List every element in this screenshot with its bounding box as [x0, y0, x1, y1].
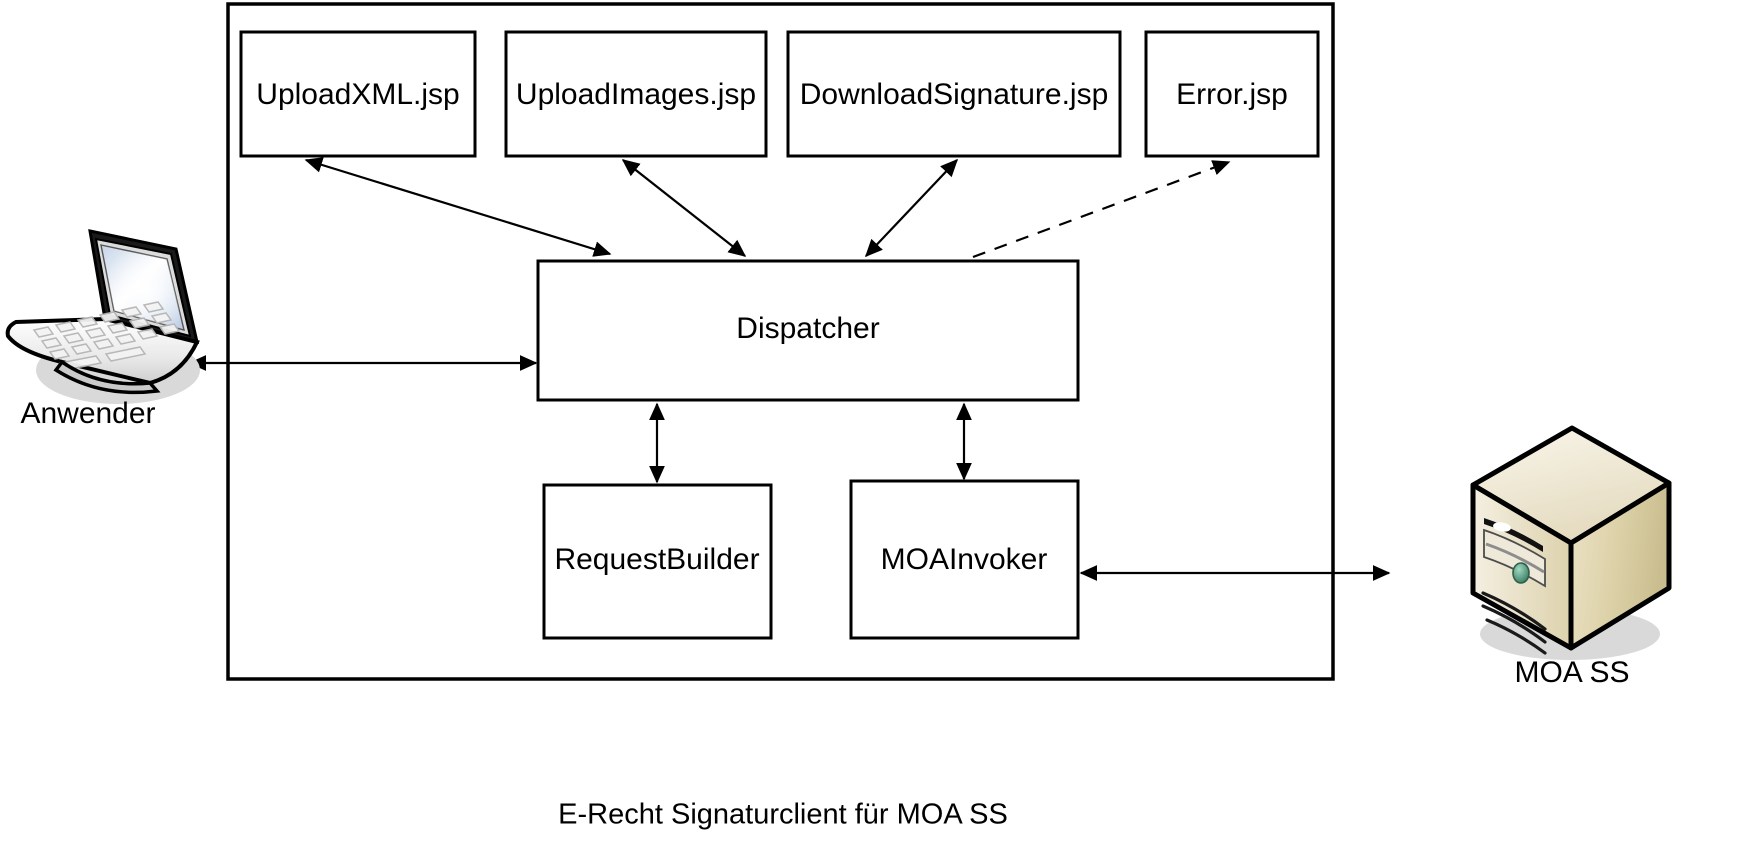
actor-anwender[interactable]: Anwender: [5, 229, 200, 430]
actor-label: MOA SS: [1514, 656, 1629, 689]
component-box[interactable]: [542, 483, 773, 640]
component-error[interactable]: Error.jsp: [1144, 30, 1320, 158]
component-requestbuilder[interactable]: RequestBuilder: [542, 483, 773, 640]
diagram-caption: E-Recht Signaturclient für MOA SS: [558, 799, 1008, 831]
component-box[interactable]: [536, 259, 1080, 402]
server-icon: [1470, 425, 1672, 655]
component-label: Dispatcher: [736, 312, 879, 345]
component-label: UploadImages.jsp: [516, 78, 756, 111]
actor-label: Anwender: [20, 397, 155, 430]
component-box[interactable]: [239, 30, 477, 158]
component-moainvoker[interactable]: MOAInvoker: [849, 479, 1080, 640]
component-box[interactable]: [1144, 30, 1320, 158]
component-box[interactable]: [849, 479, 1080, 640]
component-dispatcher[interactable]: Dispatcher: [536, 259, 1080, 402]
component-box[interactable]: [786, 30, 1122, 158]
component-uploadimages[interactable]: UploadImages.jsp: [504, 30, 768, 158]
component-label: UploadXML.jsp: [256, 78, 459, 111]
component-uploadxml[interactable]: UploadXML.jsp: [239, 30, 477, 158]
component-label: MOAInvoker: [881, 543, 1048, 576]
component-label: Error.jsp: [1176, 78, 1288, 111]
connection-dispatcher-downloadsignature: [864, 158, 959, 258]
component-box[interactable]: [504, 30, 768, 158]
component-downloadsignature[interactable]: DownloadSignature.jsp: [786, 30, 1122, 158]
component-label: RequestBuilder: [554, 543, 759, 576]
actor-moass[interactable]: MOA SS: [1470, 425, 1672, 689]
connection-dispatcher-uploadxml: [304, 157, 612, 257]
component-label: DownloadSignature.jsp: [800, 78, 1109, 111]
laptop-icon: [5, 229, 200, 395]
connection-dispatcher-uploadimages: [621, 159, 747, 257]
